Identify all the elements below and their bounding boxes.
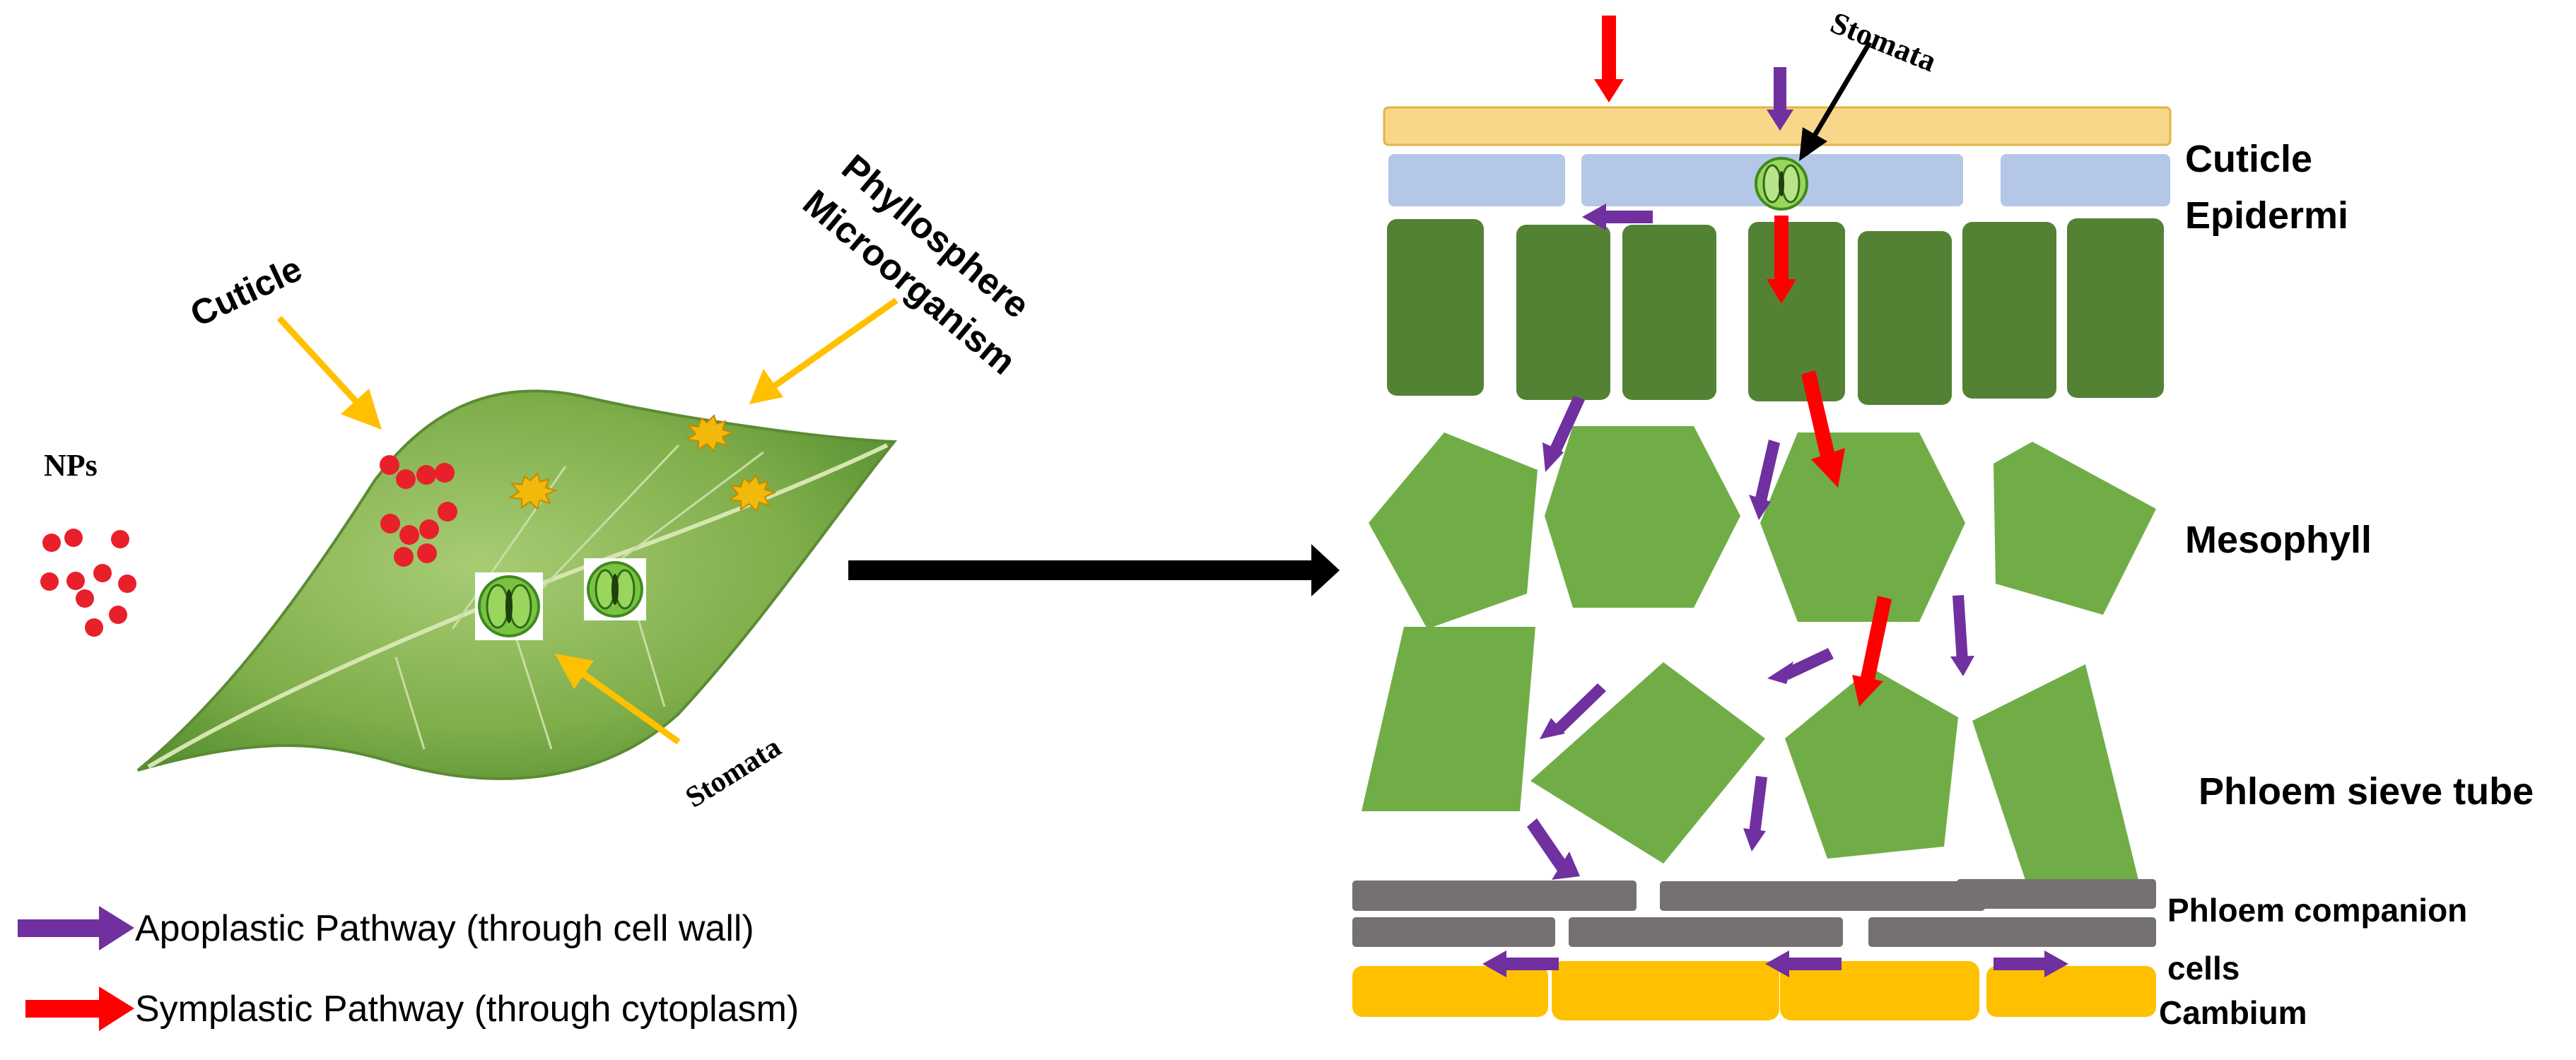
epidermis-layer-label: Epidermi <box>2185 194 2349 237</box>
palisade-cells <box>1387 218 2164 405</box>
mesophyll-cells <box>1369 426 2156 629</box>
legend-apoplastic-text: Apoplastic Pathway (through cell wall) <box>135 908 754 949</box>
apoplastic-arrows <box>1482 67 2068 977</box>
phloem-sieve-tube-label: Phloem sieve tube <box>2199 770 2534 813</box>
nps-label: NPs <box>44 448 98 483</box>
companion-cells <box>1352 879 2156 947</box>
legend-symplastic-icon <box>25 987 134 1031</box>
legend-apoplastic: Apoplastic Pathway (through cell wall) <box>117 907 754 950</box>
cuticle-layer-label: Cuticle <box>2185 138 2313 180</box>
companion-label-line1: Phloem companion <box>2167 892 2468 929</box>
cambium-label: Cambium <box>2159 994 2307 1031</box>
big-arrow <box>848 544 1340 596</box>
microorganisms <box>508 414 777 512</box>
leaf-stomata-1 <box>475 572 543 640</box>
cambium-cells <box>1352 961 2156 1020</box>
leaf-stomata-2 <box>584 558 646 620</box>
mesophyll-label: Mesophyll <box>2185 519 2372 561</box>
nanoparticle-cluster <box>40 529 136 637</box>
phloem-sieve-cells <box>1362 627 2138 880</box>
companion-label-line2: cells <box>2167 950 2240 987</box>
nanoparticles-on-leaf <box>380 455 457 567</box>
section-stomata-icon <box>1755 157 1808 211</box>
pointer-arrows <box>276 298 898 745</box>
legend-symplastic-text: Symplastic Pathway (through cytoplasm) <box>135 989 800 1030</box>
legend-symplastic: Symplastic Pathway (through cytoplasm) <box>117 988 799 1030</box>
symplastic-arrows <box>1594 16 1892 707</box>
legend-apoplastic-icon <box>18 906 134 950</box>
stomata-pointer-arrow <box>1799 41 1873 161</box>
